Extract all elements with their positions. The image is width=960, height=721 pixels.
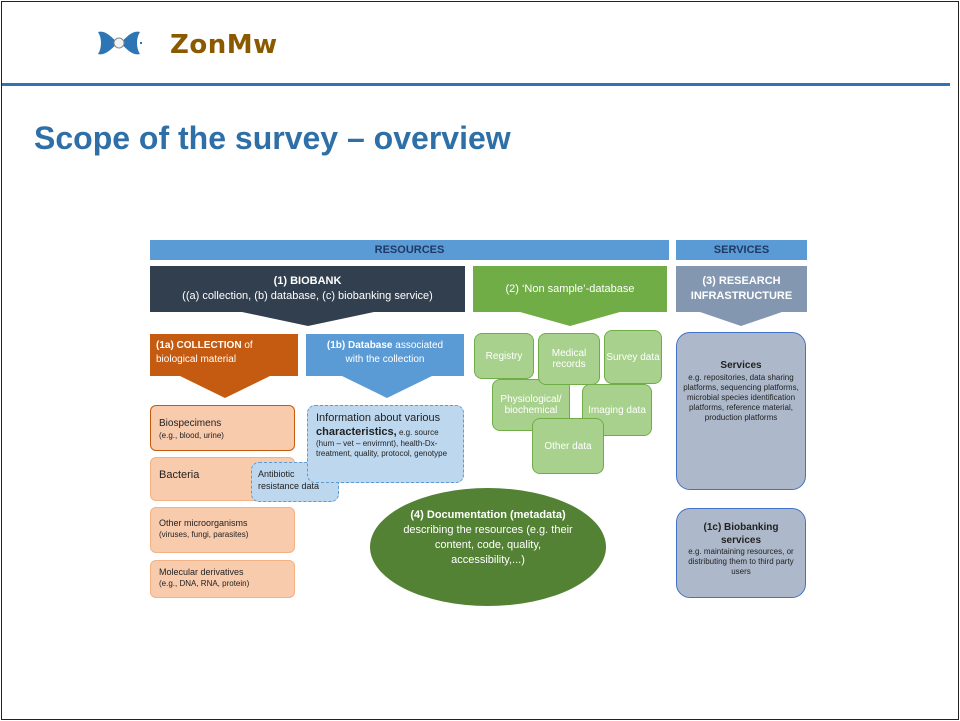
logo-text: ZonMw <box>170 30 278 60</box>
research-line2: INFRASTRUCTURE <box>690 290 793 302</box>
services-body: e.g. repositories, data sharing platform… <box>683 373 799 422</box>
database-line2: with the collection <box>345 354 425 365</box>
biobank-box: (1) BIOBANK ((a) collection, (b) databas… <box>150 266 465 312</box>
molecular-sub: (e.g., DNA, RNA, protein) <box>159 579 250 588</box>
collection-line2: biological material <box>156 354 237 365</box>
imaging-label: Imaging data <box>588 404 646 416</box>
information-rest: e.g. source (hum – vet – envirmnt), heal… <box>316 428 448 458</box>
biospecimens-title: Biospecimens <box>159 418 222 429</box>
other-data-box: Other data <box>532 418 604 474</box>
header-divider <box>2 83 950 86</box>
antibiotic-line2: resistance data <box>258 481 320 491</box>
biobanking-services-title: (1c) Biobanking services <box>703 522 779 546</box>
biobanking-services-body: e.g. maintaining resources, or distribut… <box>688 547 794 576</box>
information-bold: characteristics, <box>316 426 397 438</box>
research-infrastructure-box: (3) RESEARCH INFRASTRUCTURE <box>676 266 807 312</box>
zonmw-logo-icon <box>98 31 142 55</box>
services-box: Services e.g. repositories, data sharing… <box>676 332 806 490</box>
bacteria-title: Bacteria <box>159 469 200 481</box>
research-line1: (3) RESEARCH <box>702 275 781 287</box>
biobank-arrow-icon <box>242 312 374 326</box>
collection-box: (1a) COLLECTION of biological material <box>150 334 298 376</box>
resources-label: RESOURCES <box>374 244 445 256</box>
survey-label: Survey data <box>606 351 660 363</box>
molecular-box: Molecular derivatives (e.g., DNA, RNA, p… <box>150 560 295 598</box>
research-arrow-icon <box>700 312 782 326</box>
biospecimens-sub: (e.g., blood, urine) <box>159 431 224 440</box>
database-arrow-icon <box>342 376 432 398</box>
services-title: Services <box>720 360 762 371</box>
antibiotic-line1: Antibiotic <box>258 469 295 479</box>
collection-bold: (1a) COLLECTION <box>156 340 242 351</box>
database-rest: associated <box>392 340 444 351</box>
other-microorganisms-box: Other microorganisms (viruses, fungi, pa… <box>150 507 295 553</box>
non-sample-arrow-icon <box>520 312 620 326</box>
information-title: Information about various <box>316 412 441 424</box>
documentation-bold: (4) Documentation (metadata) <box>410 509 566 521</box>
database-bold: (1b) Database <box>326 340 393 351</box>
resources-bar: RESOURCES <box>150 240 669 260</box>
non-sample-box: (2) ‘Non sample’-database <box>473 266 667 312</box>
survey-data-box: Survey data <box>604 330 662 384</box>
biobanking-services-box: (1c) Biobanking services e.g. maintainin… <box>676 508 806 598</box>
registry-box: Registry <box>474 333 534 379</box>
other-micro-title: Other microorganisms <box>159 518 248 528</box>
biobank-subtitle: ((a) collection, (b) database, (c) bioba… <box>182 290 433 302</box>
physiological-label: Physiological/ biochemical <box>500 394 562 416</box>
biospecimens-box: Biospecimens (e.g., blood, urine) <box>150 405 295 451</box>
information-box: Information about various characteristic… <box>307 405 464 483</box>
services-bar: SERVICES <box>676 240 807 260</box>
registry-label: Registry <box>485 350 523 362</box>
documentation-rest: describing the resources (e.g. their con… <box>403 524 573 566</box>
database-box: (1b) Database associated with the collec… <box>306 334 464 376</box>
non-sample-title: (2) ‘Non sample’-database <box>505 282 635 295</box>
services-label: SERVICES <box>713 244 770 256</box>
biobank-title: (1) BIOBANK <box>273 275 342 287</box>
molecular-title: Molecular derivatives <box>159 567 244 577</box>
medical-label: Medical records <box>551 348 587 370</box>
page-title: Scope of the survey – overview <box>34 120 511 156</box>
other-micro-sub: (viruses, fungi, parasites) <box>159 530 249 539</box>
collection-rest: of <box>241 340 253 351</box>
imaging-data-box: Imaging data <box>582 384 652 436</box>
collection-arrow-icon <box>180 376 270 398</box>
medical-records-box: Medical records <box>538 333 600 385</box>
documentation-ellipse: (4) Documentation (metadata) describing … <box>370 488 606 606</box>
other-data-label: Other data <box>544 440 592 452</box>
